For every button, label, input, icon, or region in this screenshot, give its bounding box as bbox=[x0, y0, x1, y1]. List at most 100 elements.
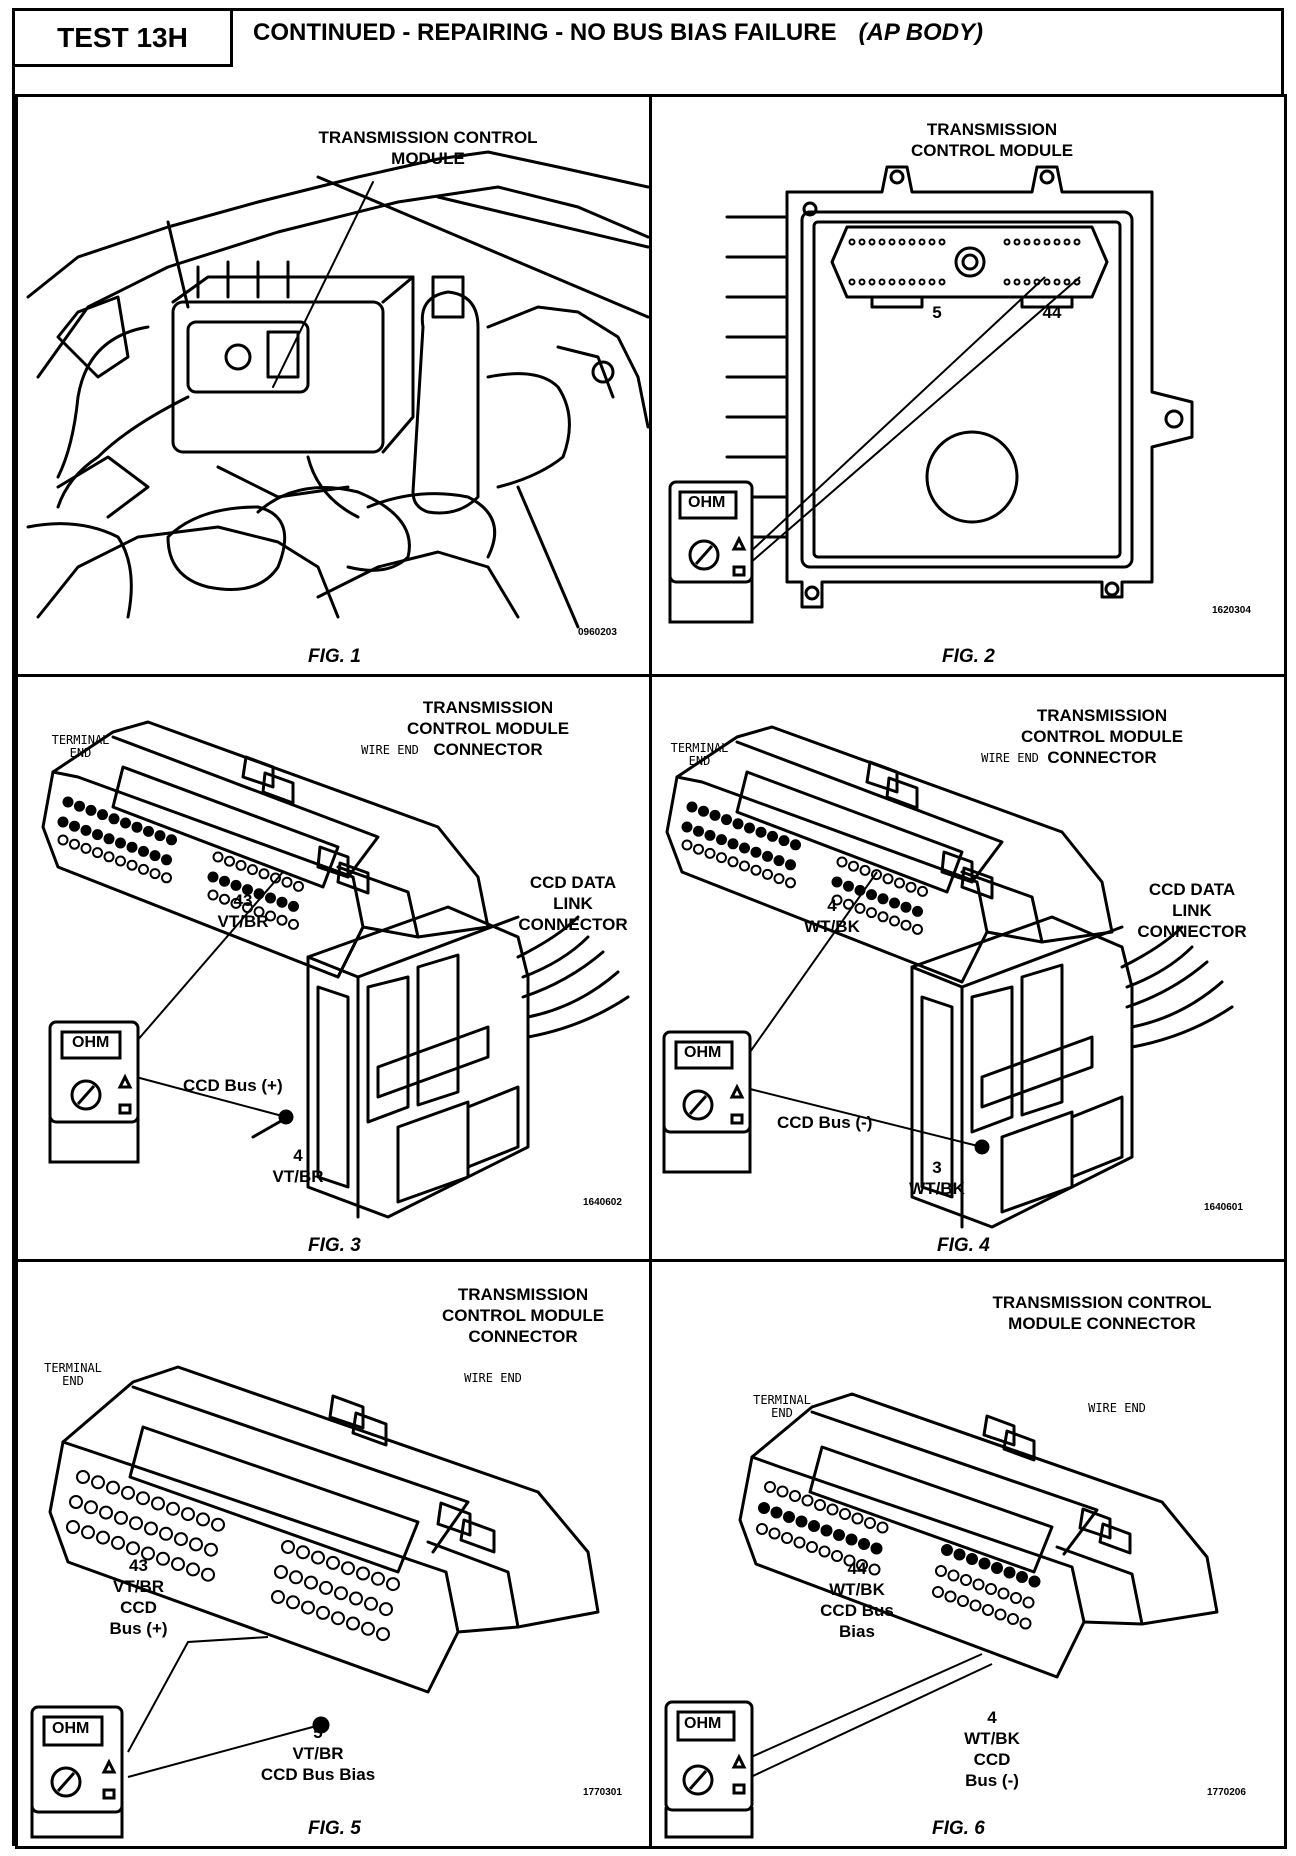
pin-hole bbox=[1007, 1613, 1019, 1625]
pin-hole bbox=[376, 1627, 390, 1642]
pin-hole bbox=[1016, 1571, 1028, 1583]
pin-hole bbox=[704, 847, 716, 859]
terminal-end-label: TERMINAL END bbox=[51, 733, 110, 760]
pin-hole bbox=[230, 897, 242, 909]
fig5-pin-dots bbox=[66, 1470, 400, 1642]
pin-hole bbox=[1013, 238, 1021, 246]
pin-hole bbox=[866, 889, 877, 901]
pin-hole bbox=[219, 875, 230, 887]
pin-hole bbox=[868, 278, 876, 286]
tcm-connector-label: TRANSMISSION CONTROL MODULE CONNECTOR bbox=[1020, 706, 1184, 767]
pin-hole bbox=[773, 855, 785, 867]
ohmmeter bbox=[48, 1020, 140, 1164]
pin-hole bbox=[69, 820, 80, 832]
pin-hole bbox=[97, 809, 108, 821]
pin-hole bbox=[900, 901, 912, 913]
pin-hole bbox=[84, 1500, 98, 1515]
pin-hole bbox=[1013, 278, 1021, 286]
pin-hole bbox=[108, 813, 120, 825]
figure-4-caption: FIG. 4 bbox=[937, 1235, 990, 1256]
ccd-bus-plus-label: CCD Bus (+) bbox=[183, 1076, 283, 1095]
pin-hole bbox=[76, 1470, 90, 1484]
pin-hole bbox=[833, 1529, 845, 1541]
pin-hole bbox=[1023, 238, 1031, 246]
pin-hole bbox=[762, 868, 773, 880]
pin-hole bbox=[166, 834, 177, 846]
pin-hole bbox=[1022, 1596, 1035, 1609]
pin-hole bbox=[161, 872, 172, 884]
ohmmeter bbox=[662, 1030, 752, 1174]
fig4-pin-dots bbox=[681, 801, 928, 935]
pin-hole bbox=[750, 846, 762, 858]
pin-hole bbox=[877, 893, 889, 905]
pin-hole bbox=[111, 1535, 125, 1550]
pin-hole bbox=[978, 1557, 991, 1570]
pin-4-label: 4 WT/BK CCD Bus (-) bbox=[964, 1708, 1020, 1790]
pin-hole bbox=[843, 898, 854, 910]
fig6-probe-leads bbox=[739, 1653, 993, 1783]
pin-hole bbox=[801, 1494, 814, 1507]
pin-hole bbox=[991, 1562, 1003, 1574]
pin-hole bbox=[66, 1520, 80, 1534]
figure-2-caption: FIG. 2 bbox=[942, 646, 995, 667]
pin-hole bbox=[848, 278, 856, 286]
pin-hole bbox=[149, 868, 161, 880]
pin-hole bbox=[750, 864, 762, 876]
pin-hole bbox=[288, 918, 299, 930]
pin-hole bbox=[143, 825, 154, 837]
tcm-connector-illustration bbox=[48, 1365, 600, 1734]
pin-hole bbox=[770, 1506, 783, 1519]
pin-hole bbox=[138, 863, 149, 875]
pin-hole bbox=[81, 1525, 95, 1540]
title-main: CONTINUED - REPAIRING - NO BUS BIAS FAIL… bbox=[253, 19, 837, 46]
pin-hole bbox=[739, 842, 750, 854]
pin-hole bbox=[831, 894, 843, 906]
pin-hole bbox=[966, 1553, 978, 1565]
pin-hole bbox=[189, 1537, 203, 1552]
pin-hole bbox=[848, 238, 856, 246]
pin-hole bbox=[1063, 278, 1071, 286]
pin-hole bbox=[709, 809, 721, 821]
pin-hole bbox=[154, 830, 166, 842]
pin-hole bbox=[346, 1616, 360, 1631]
pin-hole bbox=[831, 1550, 843, 1562]
pin-hole bbox=[129, 1516, 143, 1531]
pin-hole bbox=[242, 884, 253, 896]
pin-hole bbox=[888, 238, 896, 246]
pin-hole bbox=[96, 1530, 110, 1545]
pin-hole bbox=[211, 1517, 225, 1532]
pin-hole bbox=[319, 1580, 333, 1595]
pin-hole bbox=[230, 879, 242, 891]
pin-hole bbox=[316, 1605, 330, 1620]
ohmmeter-display: OHM bbox=[72, 1034, 110, 1051]
pin-hole bbox=[928, 278, 936, 286]
pin-5-label: 5 bbox=[932, 303, 942, 322]
tcm-connector-label: TRANSMISSION CONTROL MODULE CONNECTOR bbox=[441, 1285, 605, 1346]
pin-hole bbox=[293, 880, 304, 892]
tcm-connector-label: TRANSMISSION CONTROL MODULE CONNECTOR bbox=[992, 1293, 1212, 1333]
pin-hole bbox=[843, 1554, 856, 1567]
pin-hole bbox=[938, 238, 946, 246]
ccd-connector-label: CCD DATA LINK CONNECTOR bbox=[518, 873, 628, 934]
pin-hole bbox=[982, 1604, 994, 1616]
pin-hole bbox=[912, 923, 923, 935]
pin-hole bbox=[693, 843, 704, 855]
pin-hole bbox=[762, 850, 773, 862]
pin-hole bbox=[793, 1536, 806, 1549]
pin-hole bbox=[854, 902, 866, 914]
pin-hole bbox=[918, 278, 926, 286]
pin-hole bbox=[704, 829, 716, 841]
pin-hole bbox=[281, 1540, 295, 1554]
pin-hole bbox=[69, 1495, 83, 1509]
wire-end-label: WIRE END bbox=[1088, 1401, 1146, 1415]
pin-hole bbox=[859, 864, 871, 876]
pin-hole bbox=[882, 873, 894, 885]
pin-hole bbox=[877, 911, 889, 923]
terminal-end-label: TERMINAL END bbox=[44, 1361, 102, 1388]
pin-hole bbox=[808, 1520, 820, 1532]
pin-hole bbox=[856, 1559, 868, 1571]
pin-hole bbox=[994, 1608, 1007, 1621]
pin-hole bbox=[1010, 1592, 1022, 1604]
pin-hole bbox=[85, 804, 97, 816]
pin-hole bbox=[878, 278, 886, 286]
